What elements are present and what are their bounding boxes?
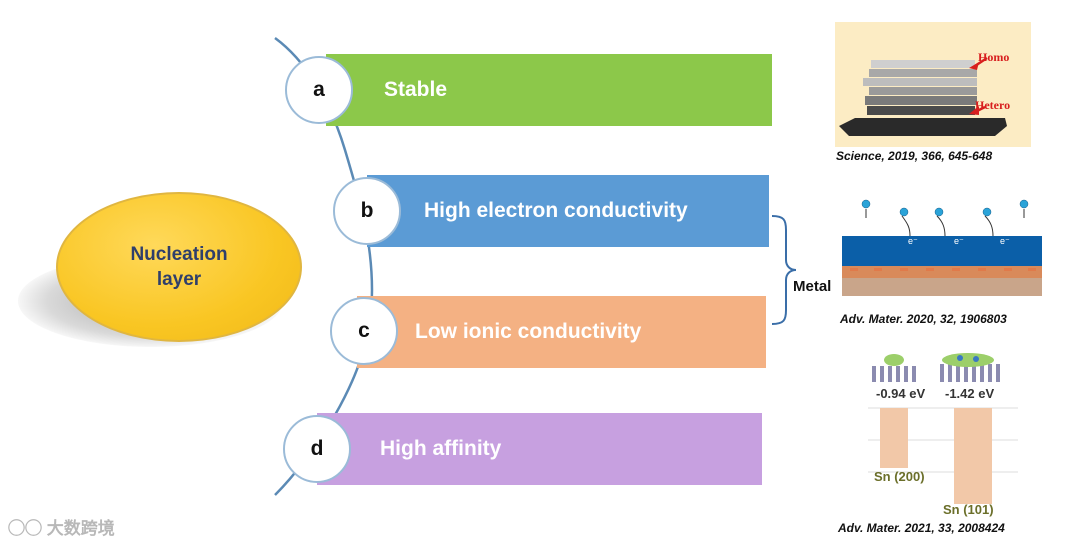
homo-label: Homo — [978, 50, 1010, 64]
reference-caption: Adv. Mater. 2020, 32, 1906803 — [840, 312, 1007, 326]
letter-badge-a: a — [285, 56, 353, 124]
facet-label-left: Sn (200) — [874, 469, 925, 484]
center-label-line2: layer — [156, 269, 202, 290]
watermark-text: 大数跨境 — [46, 519, 115, 538]
property-label: High electron conductivity — [424, 199, 688, 222]
electron-label: e⁻ — [908, 236, 918, 246]
reference-caption: Adv. Mater. 2021, 33, 2008424 — [838, 521, 1005, 535]
letter-badge-c: c — [330, 297, 398, 365]
property-label: Low ionic conductivity — [415, 320, 642, 343]
badge-letter: b — [360, 199, 374, 222]
badge-letter: a — [313, 78, 325, 101]
property-bar-affinity: High affinity — [317, 413, 762, 485]
hetero-label: Hetero — [975, 98, 1011, 112]
metal-label: Metal — [793, 278, 832, 295]
badge-letter: c — [358, 319, 370, 342]
watermark-logo-icon: ◯◯ — [8, 519, 42, 538]
metal-layer-image: e⁻ e⁻ e⁻ — [842, 199, 1042, 296]
watermark: ◯◯ 大数跨境 — [8, 514, 115, 539]
badge-letter: d — [310, 437, 324, 460]
energy-value-left: -0.94 eV — [876, 386, 926, 401]
facet-label-right: Sn (101) — [943, 502, 994, 517]
property-label: Stable — [384, 78, 448, 101]
letter-badge-b: b — [333, 177, 401, 245]
property-bar-ionic-conductivity: Low ionic conductivity — [357, 296, 766, 368]
nucleation-layer-node: Nucleation layer — [56, 192, 302, 342]
affinity-energy-image — [868, 353, 1018, 504]
center-label-line1: Nucleation — [130, 244, 228, 265]
electron-label: e⁻ — [1000, 236, 1010, 246]
metal-bracket — [771, 215, 797, 325]
property-label: High affinity — [380, 437, 502, 460]
energy-value-right: -1.42 eV — [945, 386, 995, 401]
reference-caption: Science, 2019, 366, 645-648 — [836, 149, 993, 163]
property-bar-electron-conductivity: High electron conductivity — [367, 175, 769, 247]
stacked-layers-image — [835, 22, 1031, 147]
letter-badge-d: d — [283, 415, 351, 483]
property-bar-stable: Stable — [326, 54, 772, 126]
electron-label: e⁻ — [954, 236, 964, 246]
